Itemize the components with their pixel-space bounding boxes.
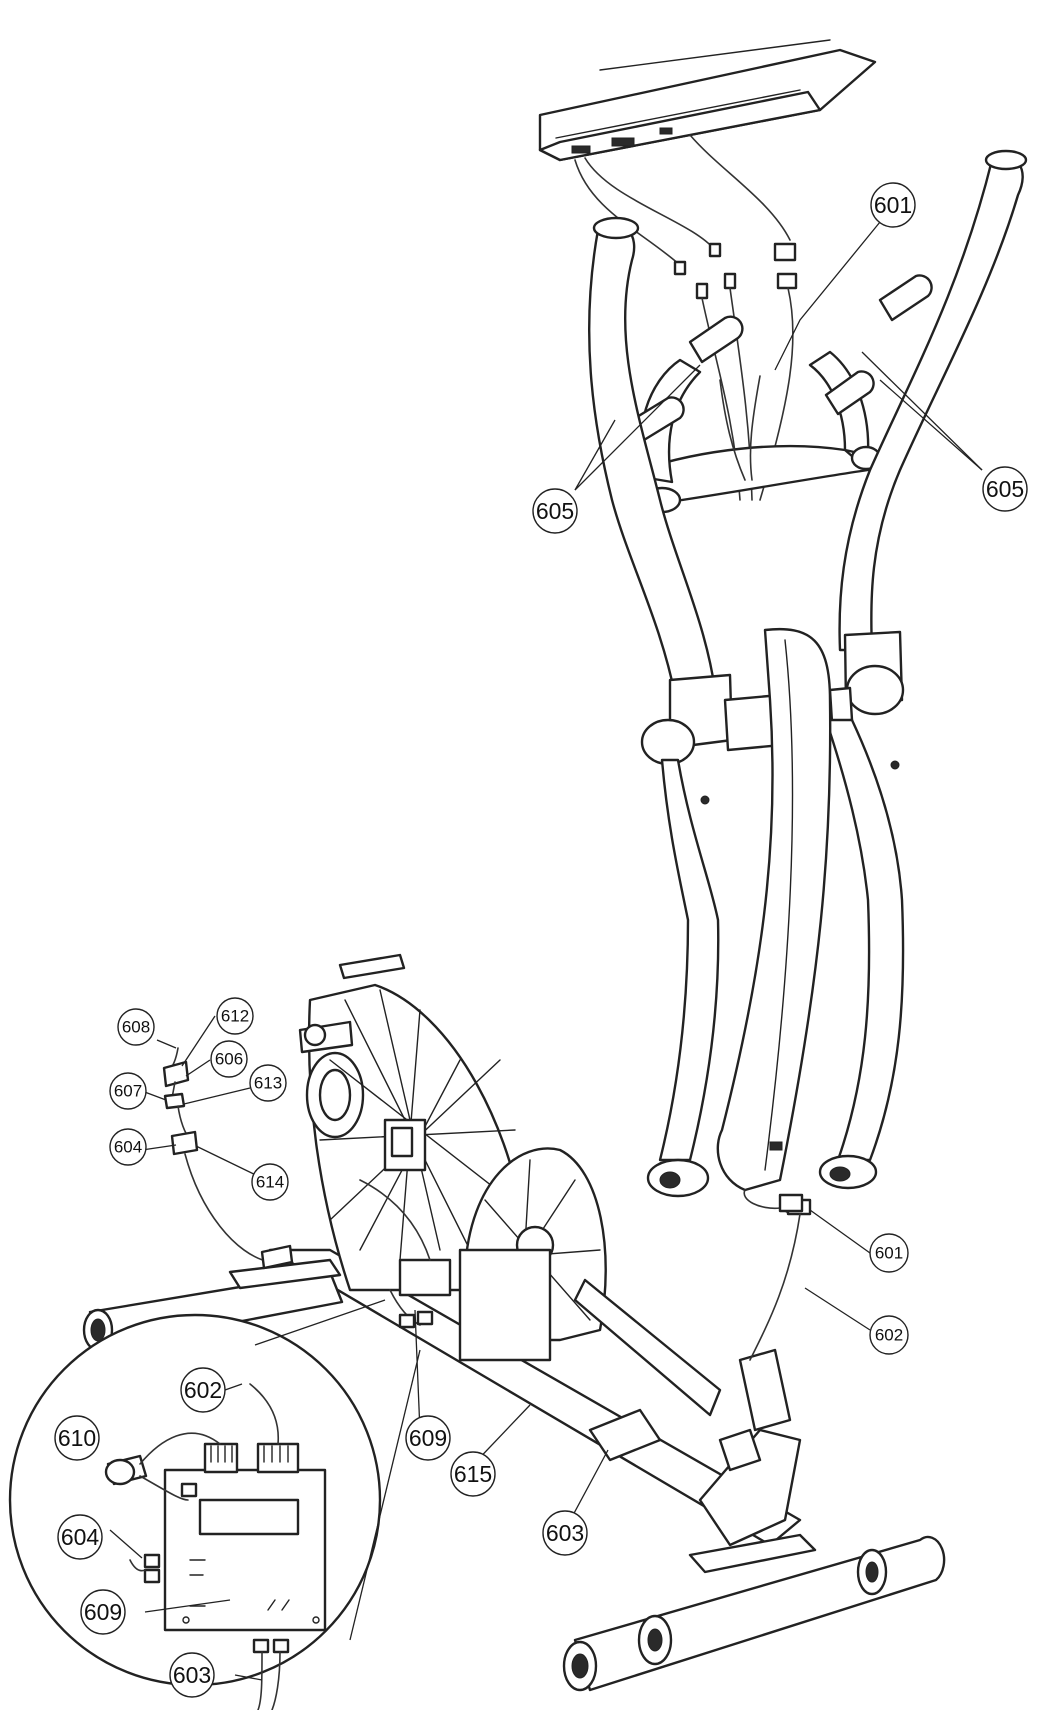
svg-text:612: 612	[221, 1007, 249, 1026]
left-handle-arm	[587, 216, 784, 1198]
svg-text:604: 604	[114, 1138, 142, 1157]
right-handle-arm	[818, 149, 1028, 1190]
callout-614: 614	[251, 1163, 289, 1201]
svg-text:615: 615	[454, 1461, 492, 1487]
svg-text:605: 605	[536, 498, 574, 524]
svg-text:601: 601	[874, 192, 912, 218]
callout-601-low: 601	[869, 1233, 909, 1273]
callout-615: 615	[450, 1451, 496, 1497]
controller-inset	[8, 1299, 421, 1710]
svg-text:607: 607	[114, 1082, 142, 1101]
svg-text:610: 610	[58, 1425, 96, 1451]
callout-610: 610	[54, 1415, 100, 1461]
svg-text:602: 602	[875, 1326, 903, 1345]
callout-613: 613	[249, 1064, 287, 1102]
callout-601-top: 601	[870, 182, 916, 228]
callout-604-inset: 604	[57, 1514, 103, 1560]
controller-assembly	[359, 1118, 452, 1329]
svg-text:609: 609	[84, 1599, 122, 1625]
svg-text:603: 603	[173, 1662, 211, 1688]
callout-604-top: 604	[109, 1128, 147, 1166]
front-bracket	[588, 1193, 804, 1547]
callout-609-inset: 609	[80, 1589, 126, 1635]
svg-text:614: 614	[256, 1173, 284, 1192]
callout-602-right: 602	[869, 1315, 909, 1355]
svg-text:613: 613	[254, 1074, 282, 1093]
svg-text:604: 604	[61, 1524, 100, 1550]
svg-text:605: 605	[986, 476, 1024, 502]
callout-602-inset: 602	[180, 1367, 226, 1413]
callout-612: 612	[216, 997, 254, 1035]
svg-text:609: 609	[409, 1425, 447, 1451]
callout-605-right: 605	[982, 466, 1028, 512]
callout-603-inset: 603	[169, 1652, 215, 1698]
callout-607: 607	[109, 1072, 147, 1110]
callout-605-left: 605	[532, 488, 578, 534]
crank-wheel	[458, 1147, 722, 1417]
svg-text:608: 608	[122, 1018, 150, 1037]
svg-text:603: 603	[546, 1520, 584, 1546]
callout-603-mid: 603	[542, 1510, 588, 1556]
svg-text:606: 606	[215, 1050, 243, 1069]
callout-606: 606	[210, 1040, 248, 1078]
svg-text:601: 601	[875, 1244, 903, 1263]
callout-leaders	[109, 221, 983, 1681]
callout-608: 608	[117, 1008, 155, 1046]
svg-text:602: 602	[184, 1377, 222, 1403]
power-cable	[162, 1047, 294, 1270]
console	[538, 39, 877, 162]
callout-609-mid: 609	[405, 1415, 451, 1461]
